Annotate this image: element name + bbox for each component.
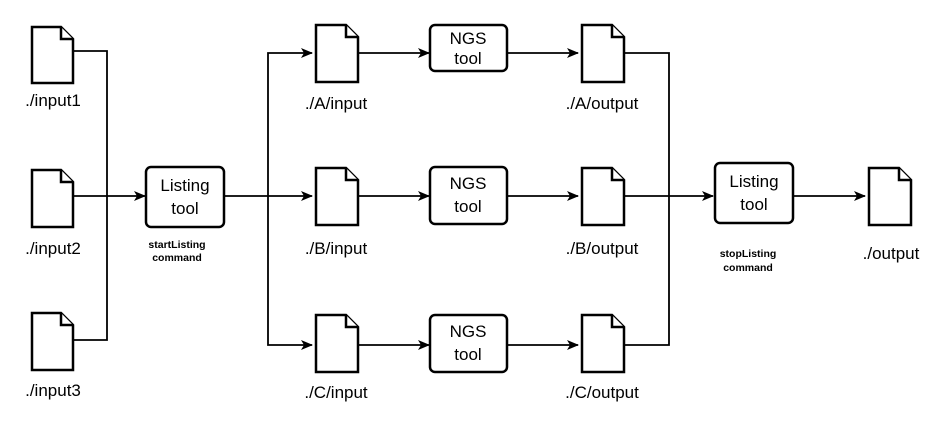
tool-label-line2: tool: [454, 197, 481, 216]
start-listing-tool: Listing tool: [144, 165, 226, 229]
file-label-c-output: ./C/output: [565, 383, 639, 402]
tool-label-line2: tool: [171, 199, 198, 218]
command-name: startListing: [148, 239, 205, 251]
tool-label-line1: Listing: [160, 176, 209, 195]
tool-box: [428, 313, 509, 374]
file-input1: ./input1: [25, 25, 81, 110]
file-b-input: ./B/input: [305, 166, 368, 258]
command-suffix: command: [152, 252, 202, 264]
edge-input3-merge: [73, 196, 108, 341]
ngs-tool-c: NGS tool: [428, 313, 509, 374]
document-icon: [314, 313, 360, 374]
file-a-output: ./A/output: [566, 23, 639, 113]
edges: [73, 48, 866, 350]
file-label-a-input: ./A/input: [305, 94, 368, 113]
document-icon: [580, 166, 626, 227]
file-label-input2: ./input2: [25, 239, 81, 258]
file-b-output: ./B/output: [566, 166, 639, 258]
edge-to-a-input: [267, 48, 313, 196]
command-suffix: command: [723, 262, 773, 274]
ngs-tool-b: NGS tool: [428, 165, 509, 226]
file-a-input: ./A/input: [305, 23, 368, 113]
file-label-a-output: ./A/output: [566, 94, 639, 113]
file-label-c-input: ./C/input: [304, 383, 368, 402]
tool-label-line1: NGS: [450, 29, 487, 48]
tool-label-line1: NGS: [450, 174, 487, 193]
stop-listing-tool: Listing tool: [713, 161, 795, 225]
stop-listing-caption: stopListing command: [720, 248, 777, 274]
edge-c-output-merge: [624, 196, 670, 346]
tool-box: [713, 161, 795, 225]
file-label-b-output: ./B/output: [566, 239, 639, 258]
tool-label-line1: NGS: [450, 322, 487, 341]
document-icon: [580, 23, 626, 84]
start-listing-caption: startListing command: [148, 239, 205, 264]
edge-a-output-merge: [624, 52, 670, 196]
tool-label-line2: tool: [740, 195, 767, 214]
file-c-output: ./C/output: [565, 313, 639, 402]
tool-box: [428, 23, 509, 73]
edge-to-c-input: [267, 196, 313, 350]
file-input3: ./input3: [25, 311, 81, 400]
file-input2: ./input2: [25, 168, 81, 258]
tool-box: [428, 165, 509, 226]
tool-box: [144, 165, 226, 229]
document-icon: [314, 23, 360, 84]
file-label-input1: ./input1: [25, 91, 81, 110]
edge-input1-merge: [73, 50, 108, 196]
document-icon: [30, 168, 75, 229]
ngs-tool-a: NGS tool: [428, 23, 509, 73]
file-label-b-input: ./B/input: [305, 239, 368, 258]
tool-label-line2: tool: [454, 345, 481, 364]
tool-label-line1: Listing: [729, 172, 778, 191]
document-icon: [867, 166, 913, 227]
file-label-output: ./output: [863, 244, 920, 263]
file-output: ./output: [863, 166, 920, 263]
document-icon: [30, 25, 75, 85]
file-label-input3: ./input3: [25, 381, 81, 400]
tool-label-line2: tool: [454, 49, 481, 68]
file-c-input: ./C/input: [304, 313, 368, 402]
document-icon: [30, 311, 75, 372]
command-name: stopListing: [720, 248, 777, 260]
document-icon: [580, 313, 626, 374]
document-icon: [314, 166, 360, 227]
